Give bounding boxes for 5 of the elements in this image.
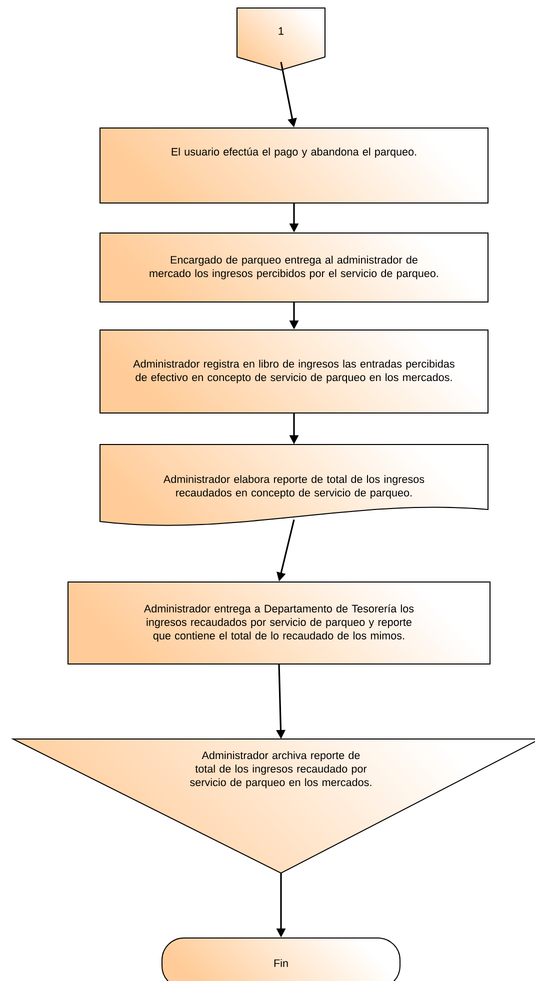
process-box: Administrador entrega a Departamento de Tesorería los ingresos recaudados por servicio de parqueo y reporte que contiene el total de lo recaudado de los mimos. bbox=[68, 582, 490, 664]
process-box: Encargado de parqueo entrega al administrador de mercado los ingresos percibidos por el servicio de parqueo. bbox=[100, 232, 488, 302]
process-box: El usuario efectúa el pago y abandona el parqueo. bbox=[100, 128, 488, 204]
offpage-connector: 1 bbox=[236, 8, 326, 71]
process-box: Administrador registra en libro de ingresos las entradas percibidas de efectivo en concepto de servicio de parqueo en los mercados. bbox=[100, 330, 488, 414]
